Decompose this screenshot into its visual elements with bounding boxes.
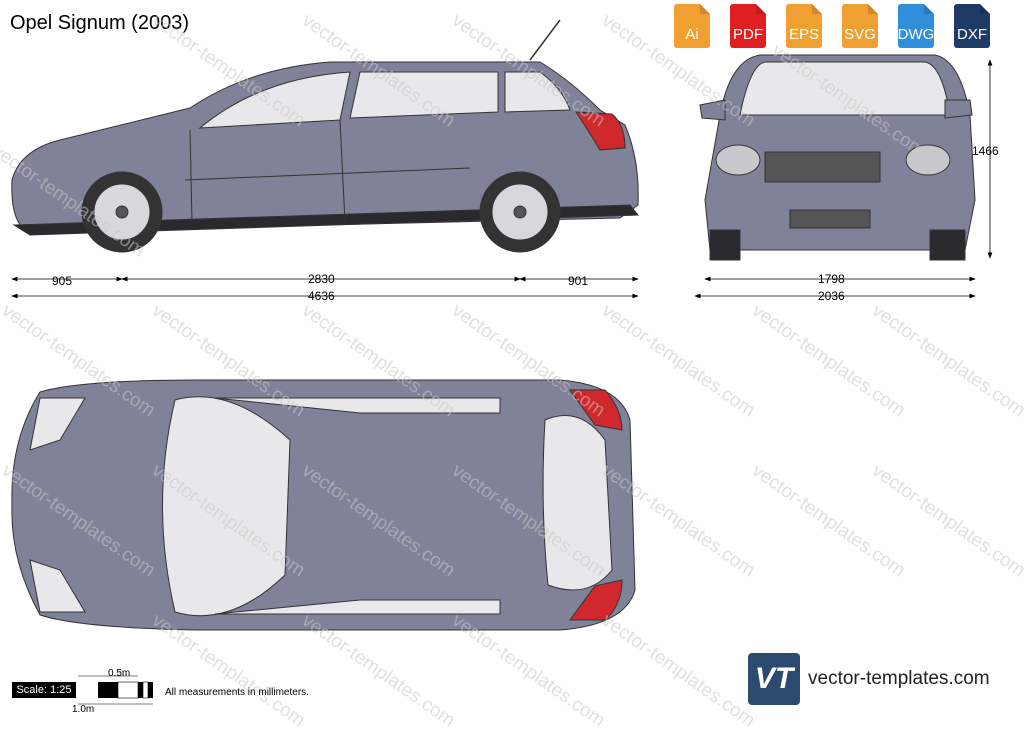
rear-overhang-label: 901 [568, 274, 588, 288]
front-headlight-right [905, 144, 951, 176]
front-windshield [739, 61, 951, 116]
scale-half-meter: 0.5m [108, 668, 130, 679]
format-label: Ai [685, 26, 699, 43]
svg-format-button[interactable]: SVG [836, 4, 884, 52]
front-headlight-left [715, 144, 761, 176]
side-quarter-window [504, 71, 571, 113]
scale-one-meter: 1.0m [72, 704, 94, 715]
dxf-format-button[interactable]: DXF [948, 4, 996, 52]
format-label: PDF [733, 26, 763, 43]
top-front-glass-right [29, 559, 86, 613]
format-label: EPS [788, 26, 819, 43]
side-front-window [198, 71, 351, 129]
front-view [699, 54, 976, 261]
vt-logo: VT [748, 653, 800, 705]
top-body [11, 379, 636, 631]
dwg-format-button[interactable]: DWG [892, 4, 940, 52]
side-taillight [575, 111, 626, 151]
dimension-lines [11, 59, 993, 299]
width-mirrors-label: 2036 [818, 289, 845, 303]
measurement-note: All measurements in millimeters. [165, 687, 309, 698]
front-overhang-label: 905 [52, 274, 72, 288]
top-taillight-lower [569, 579, 623, 621]
side-view [11, 19, 640, 253]
top-taillight-upper [569, 389, 623, 431]
height-label: 1466 [972, 144, 999, 158]
format-label: SVG [844, 26, 876, 43]
ai-format-button[interactable]: Ai [668, 4, 716, 52]
scale-label: Scale: 1:25 [12, 682, 76, 698]
width-label: 1798 [818, 272, 845, 286]
eps-format-button[interactable]: EPS [780, 4, 828, 52]
length-label: 4636 [308, 289, 335, 303]
brand-text: vector-templates.com [808, 668, 990, 689]
scale-bar: 0.5m 1.0m [72, 668, 153, 715]
page-title: Opel Signum (2003) [10, 12, 189, 34]
top-windshield [162, 396, 291, 617]
top-side-window-upper [214, 397, 501, 414]
side-rear-window [349, 71, 499, 119]
top-rear-window [542, 415, 613, 591]
top-front-glass-left [29, 397, 86, 451]
format-label: DXF [957, 26, 987, 43]
top-side-window-lower [214, 599, 501, 615]
format-label: DWG [897, 26, 935, 43]
wheelbase-label: 2830 [308, 272, 335, 286]
top-view [11, 379, 636, 631]
pdf-format-button[interactable]: PDF [724, 4, 772, 52]
front-grille [764, 151, 881, 183]
format-buttons: Ai PDF EPS SVG DWG DXF [668, 4, 996, 52]
vehicle-drawings: 905 2830 901 4636 1798 2036 1466 [11, 19, 999, 631]
brand-link[interactable]: VT vector-templates.com [748, 653, 990, 705]
